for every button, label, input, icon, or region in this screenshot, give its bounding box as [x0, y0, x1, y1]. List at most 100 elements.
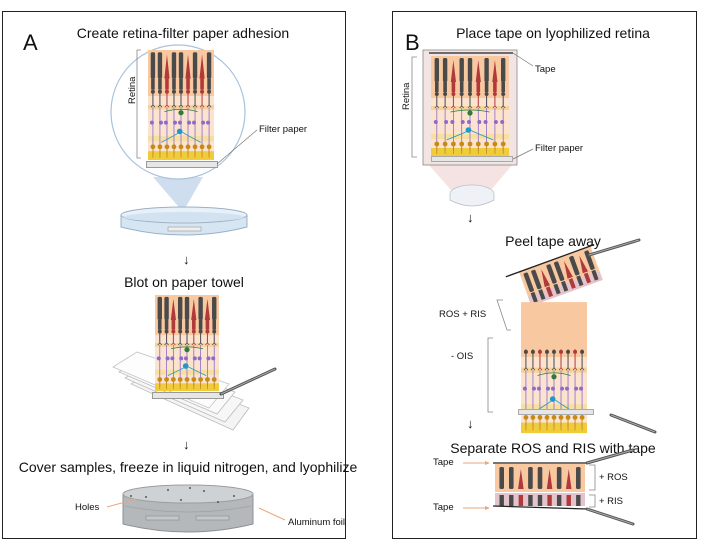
rod-outer-segment	[537, 467, 543, 489]
rod-cell	[434, 58, 440, 109]
cone-outer-segment	[564, 260, 573, 279]
cone-cell	[475, 60, 481, 109]
rod-outer-segment	[523, 272, 534, 293]
rod-outer-segment	[499, 467, 505, 489]
horizontal-cell	[178, 110, 184, 116]
forceps-icon	[219, 367, 277, 396]
rod-cell	[206, 52, 212, 108]
aluminum-foil-label: Aluminum foil	[288, 517, 346, 528]
foil-covered-dish-icon	[106, 484, 286, 533]
ois-label: - OIS	[451, 351, 474, 362]
cone-cell	[558, 349, 564, 371]
retina-layers-diagram	[148, 50, 214, 160]
plus-ros-label: + ROS	[599, 472, 628, 483]
cone-outer-segment	[546, 469, 553, 489]
inner-segment	[553, 283, 561, 295]
petri-dish-icon	[120, 206, 248, 236]
down-arrow-icon: ↓	[467, 416, 474, 431]
rod-cell	[579, 349, 585, 371]
horizontal-cell	[467, 110, 473, 116]
horizontal-cell	[184, 347, 190, 353]
retina-layers-diagram	[431, 56, 509, 156]
cone-cell	[199, 54, 205, 108]
cone-cell	[164, 54, 170, 108]
tape-label-bottom: Tape	[433, 502, 454, 513]
rod-cell	[211, 296, 217, 346]
panel-b-letter: B	[405, 30, 420, 55]
ros-ris-label: ROS + RIS	[439, 309, 487, 320]
inner-segment	[530, 291, 538, 303]
inner-segment	[509, 495, 514, 506]
rod-cell	[544, 349, 550, 371]
rod-outer-segment	[569, 255, 580, 276]
rod-cell	[523, 349, 529, 371]
rod-outer-segment	[575, 467, 581, 489]
inner-segment	[545, 286, 554, 298]
retina-layers-diagram	[155, 295, 219, 391]
rod-cell	[157, 296, 163, 346]
amacrine-cell	[182, 363, 189, 369]
step-a1-title: Create retina-filter paper adhesion	[76, 25, 290, 41]
rod-cell	[171, 52, 177, 108]
cone-outer-segment	[518, 469, 524, 489]
filter-paper-strip	[146, 161, 218, 168]
filter-paper-label: Filter paper	[259, 124, 308, 135]
inner-segment	[537, 495, 543, 506]
plus-ris-label: + RIS	[599, 496, 624, 507]
rod-cell	[192, 52, 198, 108]
down-arrow-icon: ↓	[183, 437, 190, 452]
filter-paper-strip	[518, 409, 594, 415]
inner-segment	[561, 280, 569, 292]
rod-outer-segment	[528, 467, 533, 489]
separate-ros-ris-illustration	[463, 448, 635, 526]
tape-label-top: Tape	[433, 457, 454, 468]
horizontal-cell	[551, 374, 557, 380]
rod-cell	[467, 58, 473, 109]
inner-segment	[568, 278, 576, 289]
inner-segment	[583, 272, 592, 284]
inner-segment	[538, 289, 546, 300]
down-arrow-icon: ↓	[467, 210, 474, 225]
cone-outer-segment	[541, 269, 551, 288]
rod-cell	[150, 52, 156, 108]
step-a2-title: Blot on paper towel	[124, 274, 244, 290]
rod-outer-segment	[546, 264, 557, 284]
inner-segment	[576, 495, 581, 506]
cone-outer-segment	[579, 255, 588, 274]
step-b2-title: Peel tape away	[505, 233, 601, 249]
rod-cell	[459, 58, 464, 109]
rod-cell	[551, 349, 557, 371]
step-b1-title: Place tape on lyophilized retina	[456, 25, 650, 41]
cone-cell	[450, 60, 457, 109]
cone-cell	[492, 60, 498, 109]
tape-label: Tape	[535, 64, 556, 75]
inner-segment	[499, 495, 504, 506]
inner-segment	[528, 495, 533, 506]
rod-outer-segment	[553, 261, 565, 281]
peel-tape-illustration	[487, 238, 657, 434]
rod-cell	[565, 349, 571, 371]
filter-paper-strip	[152, 392, 224, 399]
step-a3-title: Cover samples, freeze in liquid nitrogen…	[18, 459, 358, 475]
filter-paper-label: Filter paper	[535, 143, 584, 154]
inner-segment	[547, 495, 552, 506]
holes-label: Holes	[75, 502, 100, 513]
cone-cell	[191, 298, 197, 346]
rod-cell	[198, 296, 203, 346]
rod-cell	[484, 58, 489, 109]
rod-outer-segment	[584, 250, 595, 270]
rod-cell	[157, 52, 163, 108]
cone-outer-segment	[565, 469, 572, 489]
rod-outer-segment	[556, 467, 562, 489]
cone-cell	[537, 349, 543, 371]
inner-segment	[576, 275, 584, 287]
inner-segment	[566, 495, 571, 506]
cone-cell	[185, 54, 191, 108]
amacrine-cell	[176, 128, 183, 135]
rod-cell	[164, 296, 169, 346]
rod-outer-segment	[508, 467, 514, 489]
rod-cell	[530, 349, 536, 371]
retina-layers-diagram	[521, 302, 587, 434]
annotation-lines	[136, 49, 258, 165]
panel-a: A Create retina-filter paper adhesion Re…	[2, 11, 357, 539]
